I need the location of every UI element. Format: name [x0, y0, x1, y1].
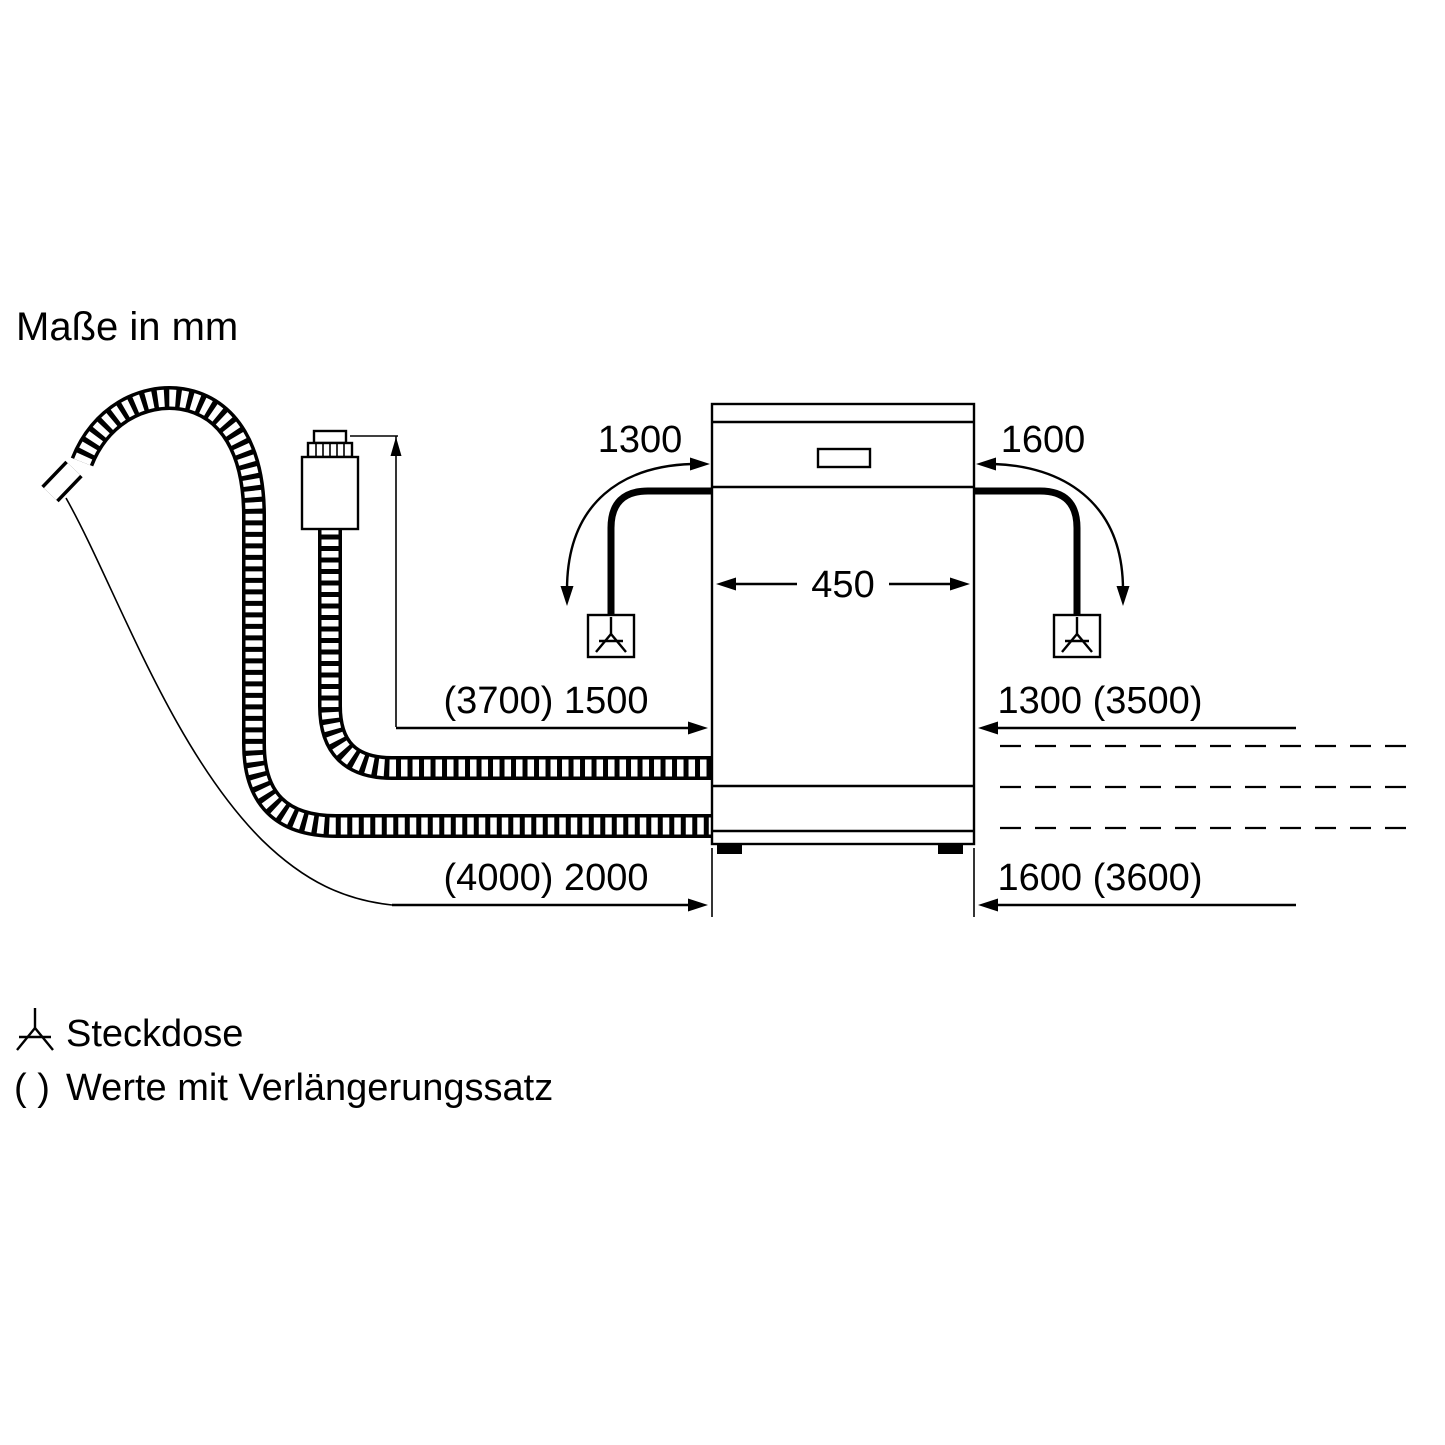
- dim-label-cable-left: 1300: [598, 419, 683, 461]
- dim-width-label-bg: [797, 561, 889, 603]
- drain-hose-ribs: [74, 389, 712, 835]
- socket-icon-right: [1052, 613, 1102, 659]
- socket-icon-left: [586, 613, 636, 659]
- dim-arrow-drain-right: [978, 898, 1296, 912]
- legend-paren-label: Werte mit Verlängerungssatz: [66, 1067, 553, 1109]
- foot-left: [717, 844, 742, 854]
- legend-socket-label: Steckdose: [66, 1013, 243, 1055]
- dim-label-supply-right: 1300 (3500): [998, 680, 1203, 722]
- legend: Steckdose ( ) Werte mit Verlängerungssat…: [14, 1008, 553, 1109]
- dim-arrow-cable-right: [976, 457, 1130, 606]
- supply-hose-ribs: [321, 528, 712, 777]
- supply-hose-outline: [318, 528, 712, 780]
- legend-paren-symbol: ( ): [14, 1067, 50, 1109]
- dim-label-drain-left: (4000) 2000: [444, 857, 649, 899]
- tap-arrowhead: [390, 437, 402, 456]
- display-window: [816, 447, 872, 469]
- valve-nut-ribs: [315, 444, 345, 456]
- legend-socket-icon: [16, 1008, 54, 1051]
- valve-cap: [312, 429, 348, 445]
- supply-hose: [318, 528, 712, 780]
- dishwasher: [710, 402, 976, 854]
- dim-arrow-drain-left: [392, 898, 708, 912]
- diagram-title: Maße in mm: [16, 305, 238, 349]
- drain-extension-curve: [65, 497, 393, 906]
- drain-hose: [41, 386, 712, 906]
- drain-hose-tip-inner: [43, 463, 81, 500]
- dim-label-cable-right: 1600: [1001, 419, 1086, 461]
- dim-arrow-width: [716, 561, 970, 603]
- dim-arrow-supply-right: [978, 721, 1296, 735]
- dim-arrow-supply-left: [396, 721, 708, 735]
- power-cord-left: [607, 487, 712, 615]
- aquastop-valve: [300, 429, 402, 727]
- foot-right: [938, 844, 963, 854]
- dim-label-drain-right: 1600 (3600): [998, 857, 1203, 899]
- dashed-extension-lines: [1000, 744, 1408, 830]
- dishwasher-outline: [710, 402, 976, 846]
- dim-label-width: 450: [811, 564, 874, 606]
- valve-body: [300, 455, 360, 531]
- dim-arrow-cable-left: [560, 457, 710, 606]
- dim-label-supply-left: (3700) 1500: [444, 680, 649, 722]
- power-cord-right: [974, 487, 1081, 615]
